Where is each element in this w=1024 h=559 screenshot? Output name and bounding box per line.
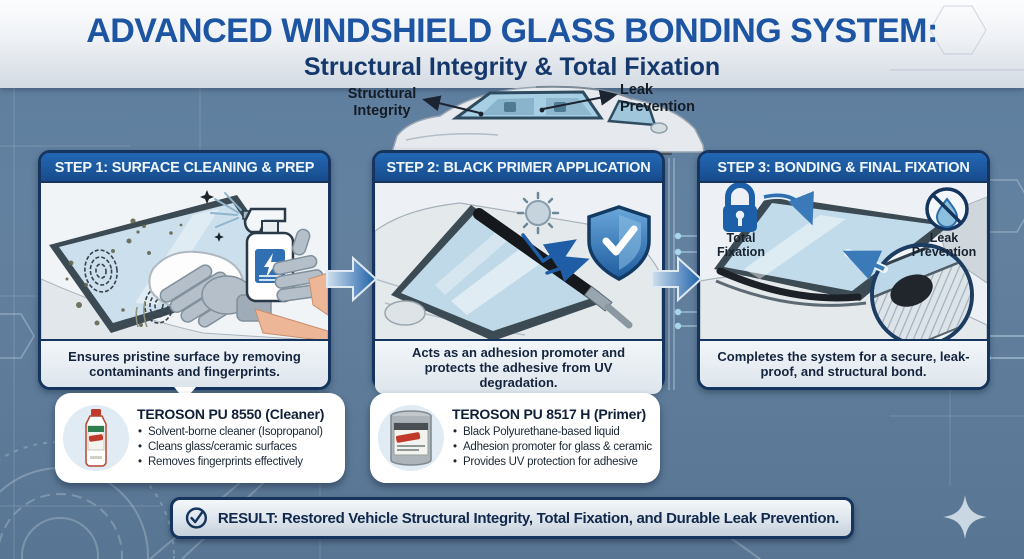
badge-leak-prevention: Leak Prevention (911, 231, 977, 260)
dirt-specks (65, 218, 183, 327)
callout-leak-prevention: Leak Prevention (620, 82, 695, 115)
cleaner-bottle-image (63, 405, 129, 471)
step-3-description: Completes the system for a secure, leak-… (700, 341, 987, 387)
primer-applicator (583, 285, 633, 329)
step-2-header: STEP 2: BLACK PRIMER APPLICATION (375, 153, 662, 183)
step-1-description: Ensures pristine surface by removing con… (41, 341, 328, 400)
lock-icon (723, 183, 757, 232)
step-3-header: STEP 3: BONDING & FINAL FIXATION (700, 153, 987, 183)
product-card-cleaner: TEROSON PU 8550 (Cleaner) Solvent-borne … (55, 393, 345, 483)
step-1-illustration (41, 183, 328, 341)
step-3-illustration: Total Fixation Leak Prevention (700, 183, 987, 341)
wiping-hand (159, 264, 272, 328)
product-card-primer: TEROSON PU 8517 H (Primer) Black Polyure… (370, 393, 660, 483)
adhesive-bead (716, 267, 862, 302)
uv-reflect-arrows (521, 233, 590, 283)
result-text: RESULT: Restored Vehicle Structural Inte… (217, 509, 839, 527)
check-circle-icon (185, 507, 208, 529)
page-title: ADVANCED WINDSHIELD GLASS BONDING SYSTEM… (86, 12, 938, 50)
product-name: TEROSON PU 8550 (Cleaner) (137, 405, 325, 422)
flow-arrow-1 (326, 256, 378, 302)
badge-total-fixation: Total Fixation (717, 231, 765, 260)
spraying-hand (272, 228, 324, 302)
step-3-panel: STEP 3: BONDING & FINAL FIXATION (697, 150, 990, 390)
callout-structural-integrity: Structural Integrity (347, 86, 417, 119)
step-1-panel: STEP 1: SURFACE CLEANING & PREP (38, 150, 331, 400)
shield-check-icon (587, 205, 651, 281)
product-bullet: Cleans glass/ceramic surfaces (137, 440, 337, 455)
product-name: TEROSON PU 8517 H (Primer) (452, 405, 646, 422)
flow-arrow-2 (651, 256, 703, 302)
sparkle-icon (943, 495, 987, 539)
result-banner: RESULT: Restored Vehicle Structural Inte… (170, 497, 854, 539)
primer-can-image (378, 405, 444, 471)
no-leak-icon (925, 187, 969, 231)
step-1-header: STEP 1: SURFACE CLEANING & PREP (41, 153, 328, 183)
step-2-panel: STEP 2: BLACK PRIMER APPLICATION (372, 150, 665, 407)
product-bullet: Removes fingerprints effectively (137, 455, 337, 470)
sun-icon (516, 191, 560, 235)
step-2-illustration (375, 183, 662, 341)
step-2-description: Acts as an adhesion promoter and protect… (375, 341, 662, 407)
page-title-block: ADVANCED WINDSHIELD GLASS BONDING SYSTEM… (0, 12, 1024, 82)
header-band (0, 0, 1024, 88)
curved-arrow (763, 191, 814, 226)
product-bullet: Black Polyurethane-based liquid (452, 425, 652, 440)
product-bullet: Adhesion promoter for glass & ceramic (452, 440, 652, 455)
page-subtitle: Structural Integrity & Total Fixation (303, 53, 721, 81)
product-bullet: Provides UV protection for adhesive (452, 455, 652, 470)
product-bullet: Solvent-borne cleaner (Isopropanol) (137, 425, 337, 440)
